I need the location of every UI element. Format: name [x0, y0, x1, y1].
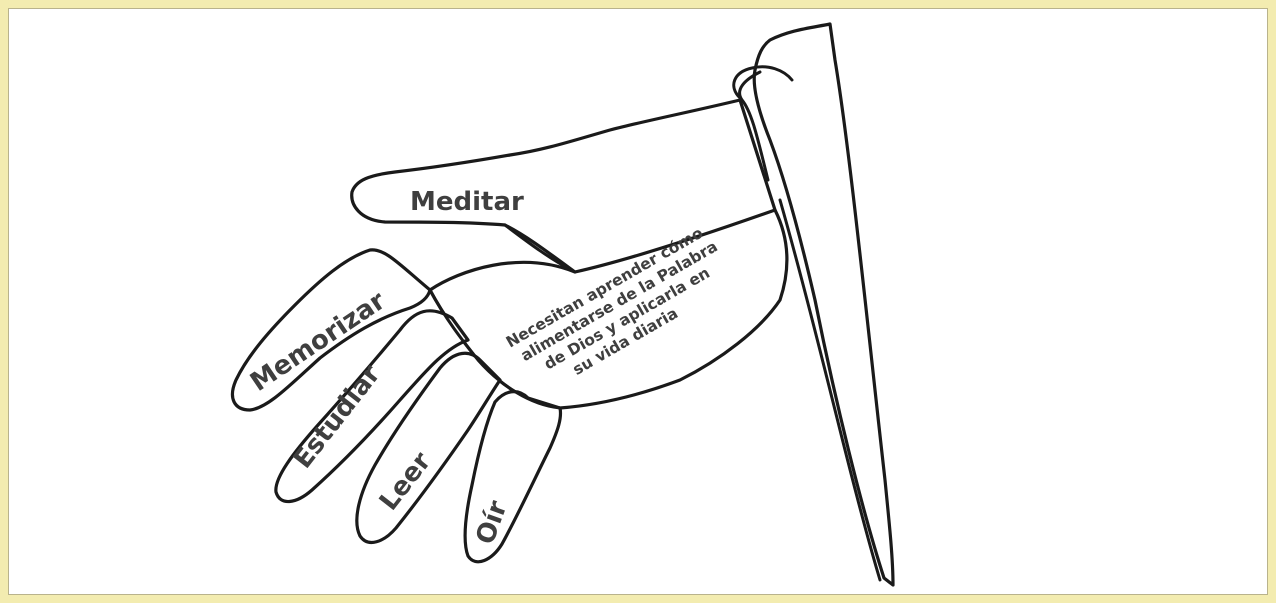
label-thumb: Meditar	[410, 187, 524, 217]
